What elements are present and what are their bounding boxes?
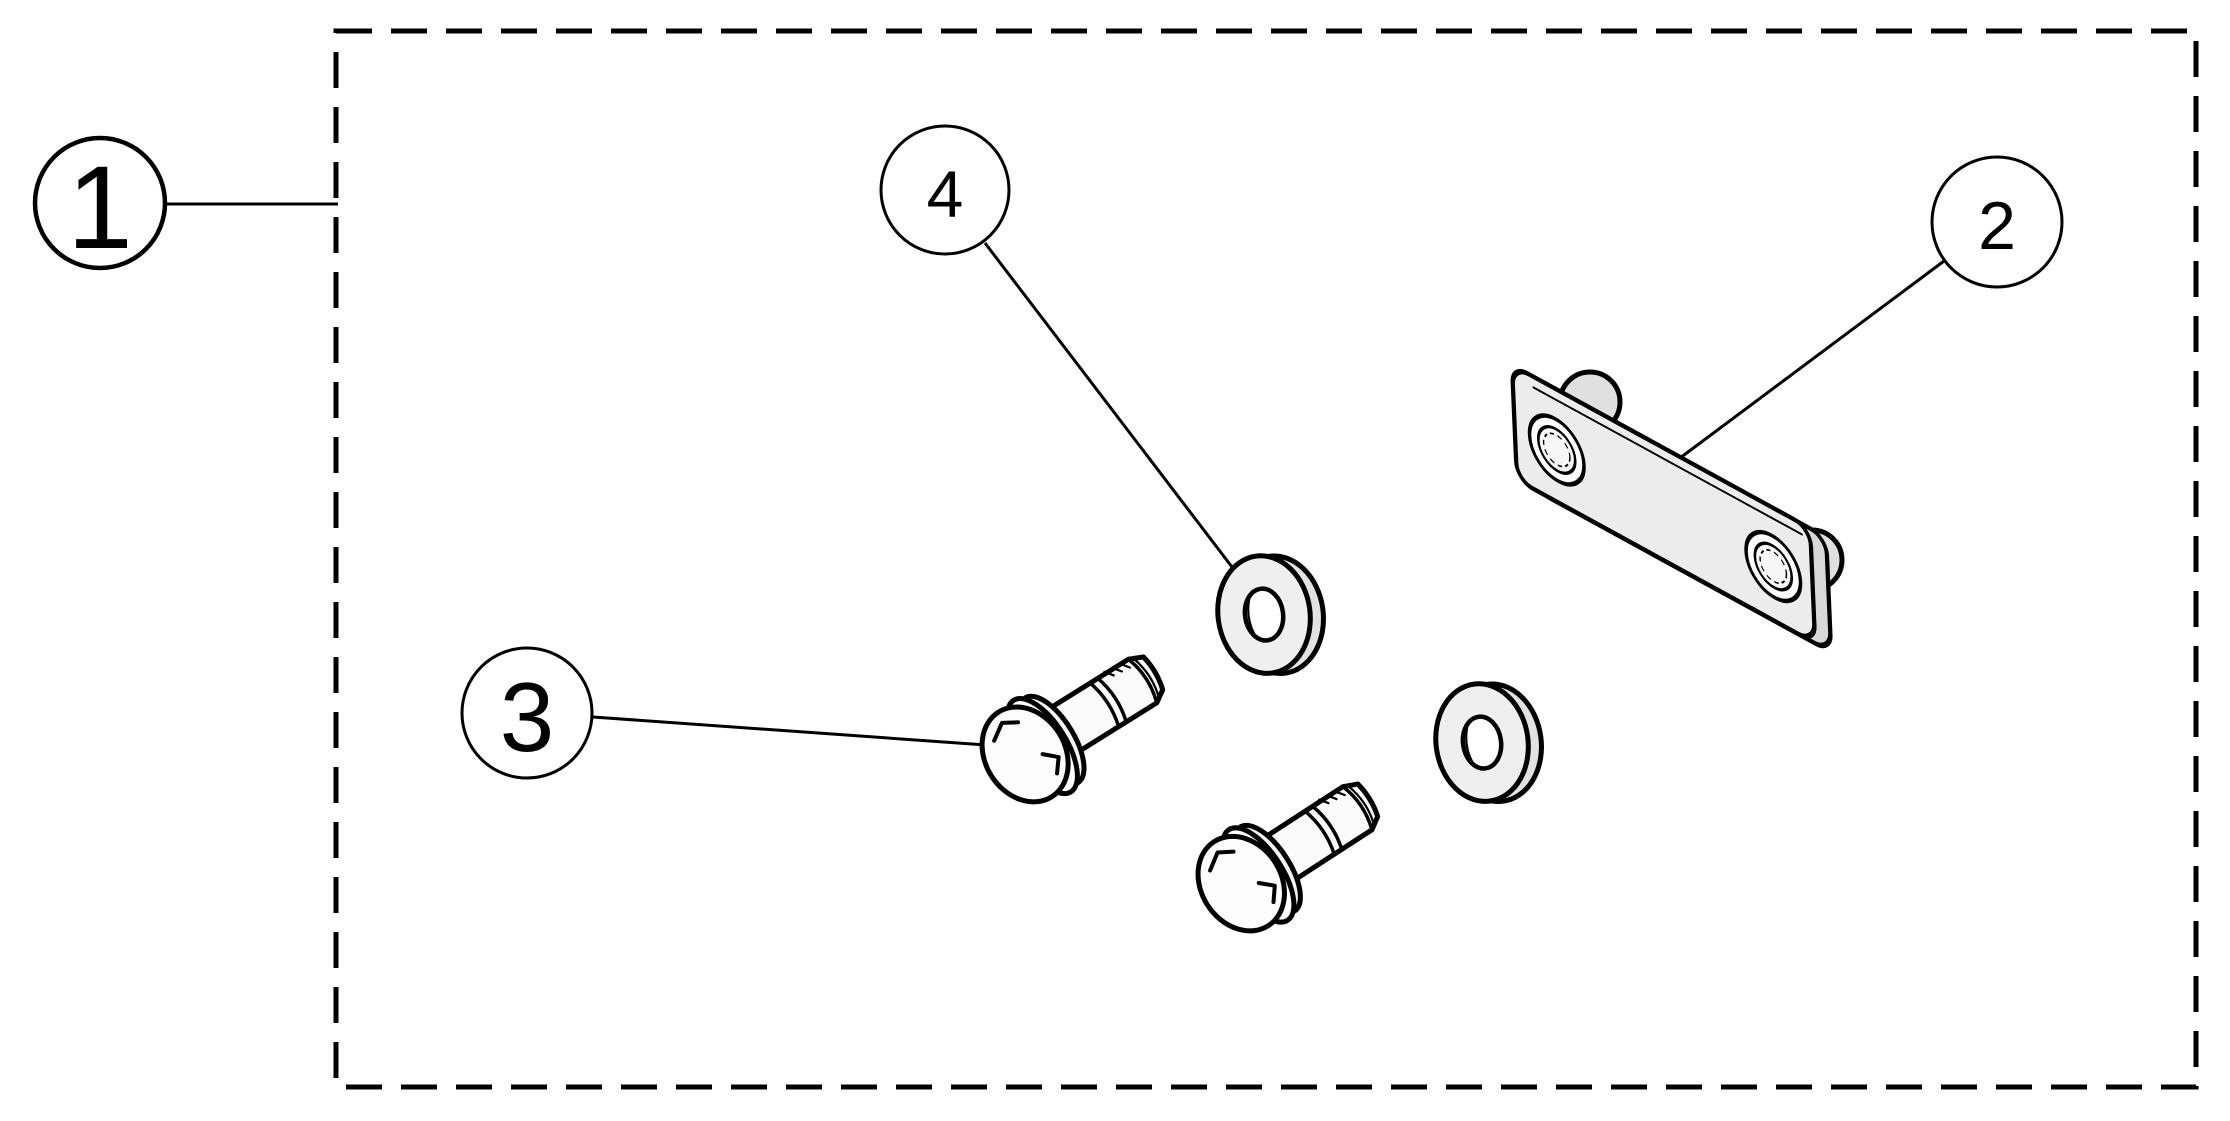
bolt-1-thread-end-line (1133, 658, 1160, 698)
bolt-1-hex-head (979, 704, 1071, 805)
washer-2-hole-inner-edge (1465, 724, 1474, 765)
bolt-1-collar-line-a (1088, 681, 1121, 729)
bolt-2-hex-head (1195, 833, 1287, 934)
callout-4-leader (983, 242, 1234, 568)
washer-1-hole-inner-edge (1247, 596, 1256, 637)
bolt-2-thread-tick-c (1334, 790, 1346, 797)
callout-1-label: 1 (67, 142, 133, 274)
callout-2: 2 (1930, 155, 2064, 289)
plate-hole-left (1537, 425, 1577, 475)
bolt-2-thread-tick-b (1326, 794, 1338, 801)
plate-front-face (1510, 368, 1817, 640)
callout-4-label: 4 (927, 157, 964, 231)
plate-top-chamfer-line (1532, 386, 1803, 536)
bolt-1-hex-facet-top (992, 720, 1021, 743)
callout-1: 1 (32, 135, 168, 274)
bolt-2-collar-line-b (1310, 804, 1344, 852)
hex-flange-bolt-1 (979, 654, 1166, 805)
callout-4-circle (879, 124, 1011, 256)
bolt-1-thread-tick-c (1119, 662, 1132, 669)
callout-3-leader (592, 715, 1001, 748)
bolt-1-collar-line-b (1096, 676, 1129, 724)
hex-flange-bolt-2 (1195, 781, 1381, 934)
bolt-1-thread-tick-b (1111, 666, 1124, 673)
callout-3-circle (460, 646, 594, 780)
bolt-2-hex-facet-right (1256, 881, 1277, 905)
bolt-2-thread-end-line (1347, 785, 1375, 824)
callout-2-circle (1930, 155, 2064, 289)
callout-2-label: 2 (1978, 188, 2016, 264)
bolt-2-collar-line-a (1303, 809, 1337, 856)
bolt-2-thread-tick-a (1318, 798, 1330, 805)
flat-washer-1 (1215, 553, 1326, 677)
callout-4: 4 (879, 124, 1011, 256)
plate-hole-right (1753, 541, 1794, 592)
callout-2-leader (1679, 259, 1945, 460)
callout-3: 3 (460, 646, 594, 780)
plate-hole-left-threads (1542, 432, 1571, 468)
backing-plate (1510, 368, 1845, 649)
bolt-1-tip-chamfer (1126, 657, 1159, 705)
flat-washer-2 (1433, 681, 1544, 805)
callout-1-circle (32, 135, 168, 271)
plate-hole-right-threads (1759, 549, 1788, 585)
washer-2-hole (1460, 714, 1504, 771)
bolt-1-thread-tick-a (1103, 670, 1115, 677)
kit-boundary-box (333, 28, 2199, 1090)
bolt-1-hex-facet-right (1040, 752, 1061, 776)
bolt-2-hex-facet-top (1208, 849, 1236, 873)
callout-3-label: 3 (500, 662, 555, 772)
washer-1-hole (1242, 586, 1286, 643)
bolt-2-tip-chamfer (1341, 784, 1374, 832)
